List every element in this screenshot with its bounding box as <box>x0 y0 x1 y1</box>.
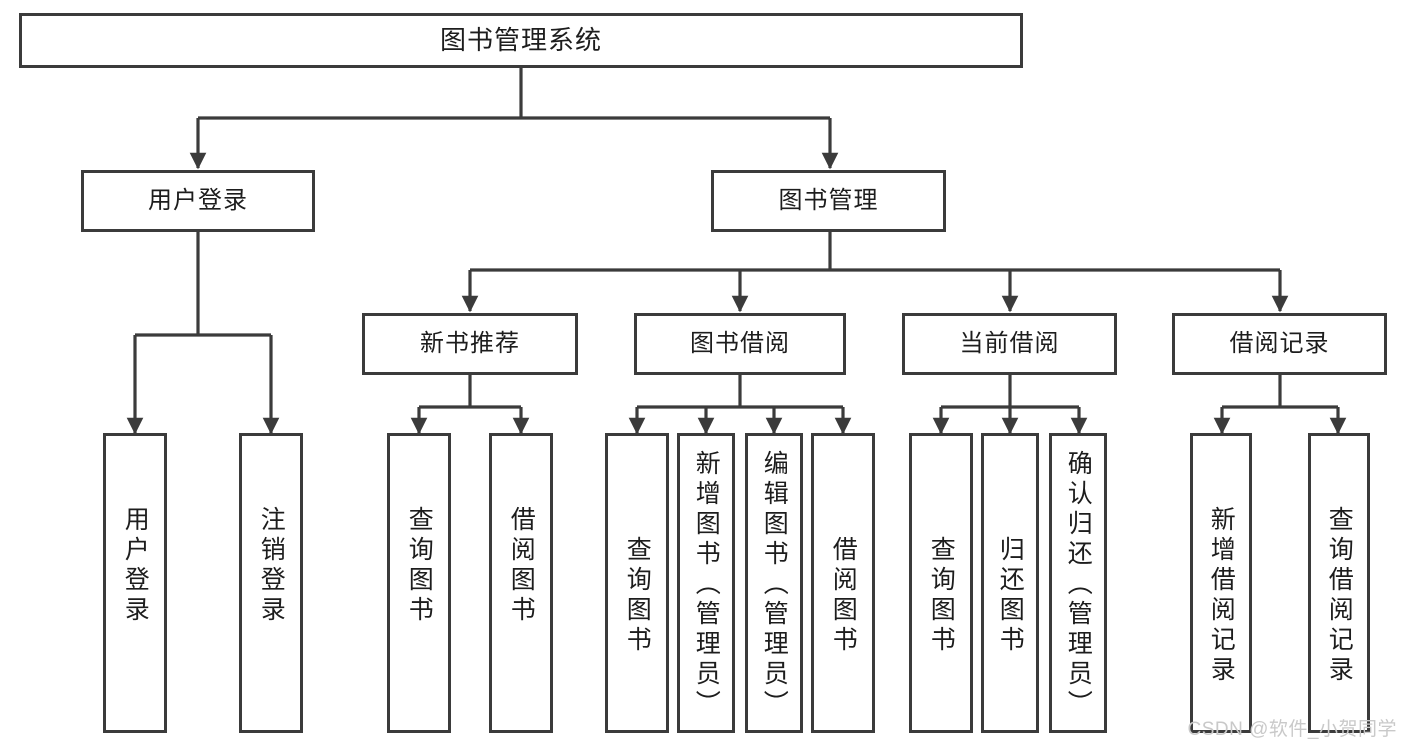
leaf-add-borrow-record[interactable]: 新增借阅记录 <box>1190 433 1252 733</box>
node-root-system[interactable]: 图书管理系统 <box>19 13 1023 68</box>
leaf-user-login[interactable]: 用户登录 <box>103 433 167 733</box>
node-label: 查询图书 <box>623 536 652 656</box>
node-label: 图书管理系统 <box>439 25 602 56</box>
leaf-return-book[interactable]: 归还图书 <box>981 433 1039 733</box>
csdn-watermark: CSDN @软件_小贺同学 <box>1187 719 1397 740</box>
node-label: 借阅图书 <box>507 506 536 626</box>
node-label: 查询借阅记录 <box>1325 506 1354 686</box>
node-label: 用户登录 <box>121 506 150 626</box>
leaf-query-book-current[interactable]: 查询图书 <box>909 433 973 733</box>
node-label: 图书管理 <box>778 186 879 214</box>
node-borrow-record[interactable]: 借阅记录 <box>1172 313 1387 375</box>
node-label: 确认归还（管理员） <box>1064 450 1093 720</box>
leaf-edit-book-admin[interactable]: 编辑图书（管理员） <box>745 433 803 733</box>
node-label: 借阅记录 <box>1229 329 1330 357</box>
leaf-confirm-return-admin[interactable]: 确认归还（管理员） <box>1049 433 1107 733</box>
node-current-borrow[interactable]: 当前借阅 <box>902 313 1117 375</box>
node-label: 新书推荐 <box>420 329 520 357</box>
node-label: 查询图书 <box>927 536 956 656</box>
node-label: 编辑图书（管理员） <box>760 450 789 720</box>
node-label: 查询图书 <box>405 506 434 626</box>
node-label: 新增图书（管理员） <box>692 450 721 720</box>
leaf-borrow-book-newbook[interactable]: 借阅图书 <box>489 433 553 733</box>
node-label: 图书借阅 <box>690 329 790 357</box>
node-book-manage[interactable]: 图书管理 <box>711 170 946 232</box>
node-label: 当前借阅 <box>959 329 1060 357</box>
node-book-borrow[interactable]: 图书借阅 <box>634 313 846 375</box>
leaf-query-book-newbook[interactable]: 查询图书 <box>387 433 451 733</box>
node-label: 借阅图书 <box>829 536 858 656</box>
node-user-login[interactable]: 用户登录 <box>81 170 315 232</box>
node-label: 新增借阅记录 <box>1207 506 1236 686</box>
leaf-borrow-book-borrow[interactable]: 借阅图书 <box>811 433 875 733</box>
node-label: 注销登录 <box>257 506 286 626</box>
leaf-logout-login[interactable]: 注销登录 <box>239 433 303 733</box>
leaf-add-book-admin[interactable]: 新增图书（管理员） <box>677 433 735 733</box>
leaf-query-borrow-record[interactable]: 查询借阅记录 <box>1308 433 1370 733</box>
node-label: 用户登录 <box>148 186 248 214</box>
leaf-query-book-borrow[interactable]: 查询图书 <box>605 433 669 733</box>
node-label: 归还图书 <box>996 536 1025 656</box>
node-new-book-recommend[interactable]: 新书推荐 <box>362 313 578 375</box>
